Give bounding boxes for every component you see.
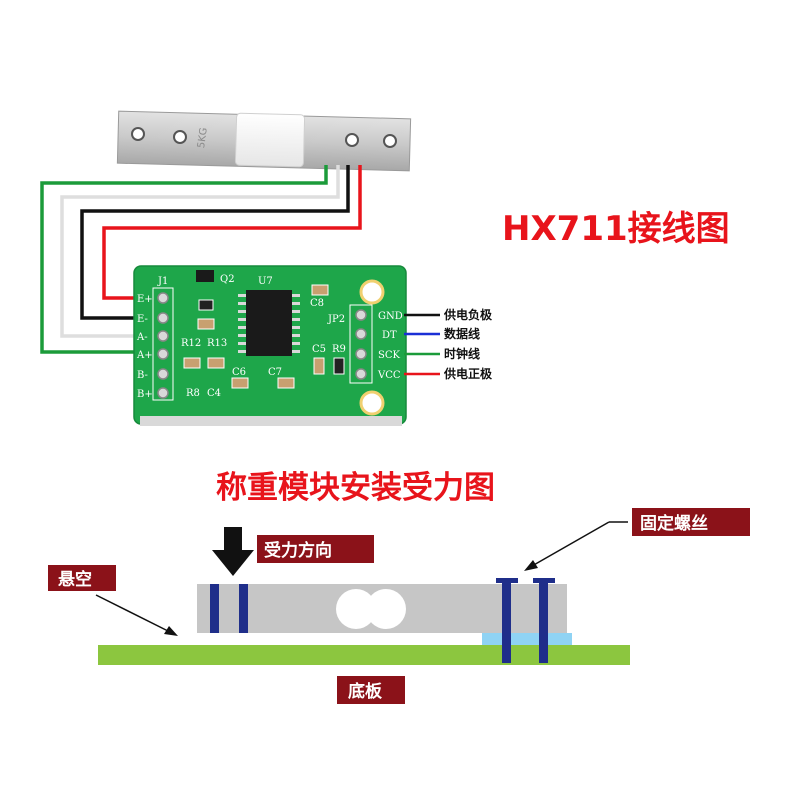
suspended-label: 悬空	[48, 565, 116, 591]
gauge-hole	[366, 589, 406, 629]
header-pin	[355, 348, 367, 360]
hx711-board: E+ E- A- A+ B- B+ J1 GND DT SCK VCC JP2	[133, 265, 407, 426]
output-wires	[404, 313, 440, 376]
suspended-pointer	[95, 594, 178, 636]
ref-r12: R12	[181, 338, 201, 349]
pin-label-b-minus: B-	[137, 370, 148, 381]
header-pin	[157, 292, 169, 304]
header-pin	[355, 328, 367, 340]
load-cell-engraving: 5KG	[196, 127, 210, 149]
fixing-screw	[496, 578, 518, 663]
header-label-j1: J1	[157, 276, 168, 287]
header-pin	[157, 330, 169, 342]
screw-mark	[239, 584, 248, 633]
capacitor	[313, 357, 325, 375]
gauge-hole	[336, 589, 376, 629]
fixing-screws-pointer	[524, 521, 628, 571]
base-plate	[98, 645, 630, 665]
screw-mark	[210, 584, 219, 633]
header-pin	[355, 368, 367, 380]
strain-gauge-pad	[234, 112, 306, 168]
left-header: E+ E- A- A+ B- B+ J1	[136, 276, 174, 401]
fixing-screws-label: 固定螺丝	[632, 508, 750, 536]
load-cell-hole	[383, 134, 397, 148]
green-wire	[40, 165, 328, 354]
mounting-hole	[359, 390, 385, 416]
ref-c5: C5	[312, 344, 326, 355]
fixing-screws-text: 固定螺丝	[640, 513, 708, 534]
base-plate-text: 底板	[348, 681, 383, 702]
suspended-text: 悬空	[58, 569, 92, 590]
header-pin	[157, 312, 169, 324]
wiring-title: HX711接线图	[502, 209, 730, 249]
load-cell-hole	[131, 127, 145, 141]
right-header: GND DT SCK VCC JP2	[327, 304, 403, 384]
capacitor	[197, 318, 215, 330]
pin-label-dt: DT	[382, 330, 397, 341]
ref-r8: R8	[186, 388, 200, 399]
ref-c4: C4	[207, 388, 221, 399]
force-direction-label: 受力方向	[257, 535, 374, 563]
force-direction-text: 受力方向	[264, 540, 332, 561]
pin-label-gnd: GND	[378, 311, 403, 322]
desc-dt: 数据线	[444, 326, 480, 341]
ref-c8: C8	[310, 298, 324, 309]
load-cell-hole	[345, 133, 359, 147]
hx711-chip: U7	[238, 276, 300, 356]
header-pin	[157, 368, 169, 380]
mounting-title: 称重模块安装受力图	[216, 470, 495, 506]
white-wire	[60, 165, 340, 338]
base-plate-label: 底板	[337, 676, 405, 704]
transistor-q2: Q2	[196, 270, 235, 285]
mounting-hole	[359, 279, 385, 305]
wires	[40, 165, 362, 354]
pin-label-a-minus: A-	[136, 332, 148, 343]
desc-sck: 时钟线	[444, 346, 480, 361]
ref-r9: R9	[332, 344, 346, 355]
header-label-jp2: JP2	[327, 314, 345, 325]
spacer	[482, 633, 572, 645]
desc-vcc: 供电正极	[443, 366, 493, 381]
ic-label-u7: U7	[258, 276, 273, 287]
mounting-diagram	[98, 578, 630, 665]
desc-gnd: 供电负极	[443, 307, 493, 322]
component-labels: C8 R12 R13 R8 C4 C6 C7 C5 R9	[181, 298, 346, 399]
pin-label-b-plus: B+	[137, 389, 153, 400]
pin-label-a-plus: A+	[136, 350, 153, 361]
force-arrow-icon	[212, 527, 254, 576]
capacitor	[231, 377, 249, 389]
pin-label-e-minus: E-	[137, 314, 148, 325]
pin-label-sck: SCK	[378, 350, 401, 361]
ref-c7: C7	[268, 367, 282, 378]
resistor	[333, 357, 345, 375]
ref-c6: C6	[232, 367, 246, 378]
fixing-screw	[533, 578, 555, 663]
pin-label-vcc: VCC	[377, 370, 401, 381]
capacitor	[183, 357, 201, 369]
capacitor	[311, 284, 329, 296]
pin-label-e-plus: E+	[137, 294, 153, 305]
header-pin	[355, 309, 367, 321]
header-pin	[157, 387, 169, 399]
ref-r13: R13	[207, 338, 227, 349]
transistor-label: Q2	[220, 274, 235, 285]
red-wire	[102, 165, 362, 300]
header-pin	[157, 348, 169, 360]
black-wire	[80, 165, 350, 320]
passive-components	[183, 284, 345, 389]
load-cell: 5KG	[116, 110, 412, 172]
capacitor	[277, 377, 295, 389]
resistor	[198, 299, 214, 311]
board-edge	[140, 416, 402, 426]
load-cell-hole	[173, 130, 187, 144]
capacitor	[207, 357, 225, 369]
